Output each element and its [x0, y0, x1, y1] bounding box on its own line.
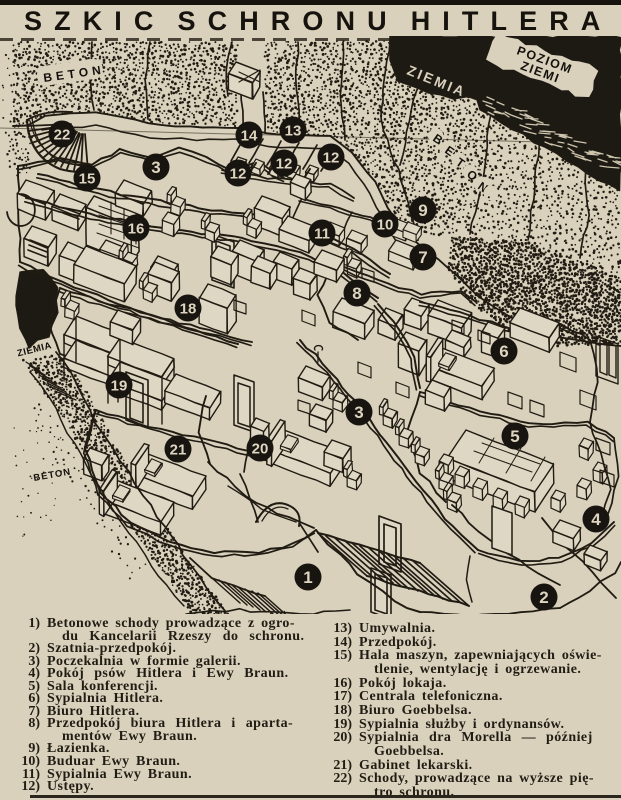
svg-text:6: 6: [499, 342, 508, 361]
svg-text:3: 3: [354, 403, 363, 422]
svg-text:4: 4: [591, 510, 601, 529]
svg-text:16: 16: [128, 220, 145, 237]
svg-text:5: 5: [510, 427, 519, 446]
svg-text:8: 8: [352, 284, 361, 303]
svg-text:15: 15: [79, 170, 96, 187]
svg-text:2: 2: [539, 588, 548, 607]
svg-text:BETON: BETON: [33, 467, 72, 484]
svg-text:19: 19: [111, 377, 128, 394]
svg-text:7: 7: [418, 248, 427, 267]
svg-text:11: 11: [314, 225, 330, 242]
svg-text:12: 12: [230, 165, 247, 182]
svg-text:14: 14: [241, 127, 258, 144]
svg-text:18: 18: [180, 300, 197, 317]
svg-text:1: 1: [303, 568, 312, 587]
svg-text:20: 20: [252, 440, 269, 457]
svg-text:12: 12: [323, 149, 340, 166]
svg-text:.: .: [485, 188, 496, 201]
svg-text:9: 9: [418, 201, 427, 220]
svg-text:13: 13: [285, 122, 302, 139]
svg-text:10: 10: [377, 216, 394, 233]
svg-text:21: 21: [170, 441, 187, 458]
svg-text:3: 3: [151, 158, 160, 177]
svg-text:12: 12: [276, 155, 293, 172]
svg-text:22: 22: [54, 126, 71, 143]
